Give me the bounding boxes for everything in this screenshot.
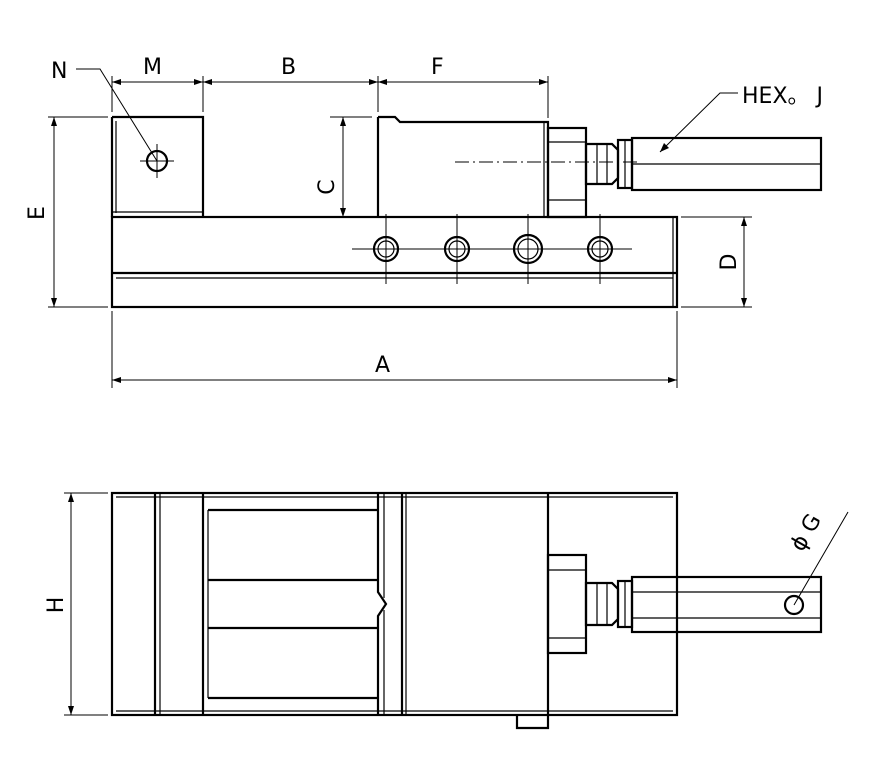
- top-body: [110, 491, 679, 717]
- movable-jaw-top: [376, 493, 388, 715]
- pin-hole-g: [783, 594, 805, 616]
- dim-c: [330, 116, 372, 218]
- label-h: H: [44, 597, 69, 614]
- label-f: F: [431, 55, 444, 80]
- label-phi-g: ϕ G: [786, 510, 827, 556]
- base-holes: [352, 214, 632, 284]
- screw-nut: [584, 142, 620, 186]
- hex-shaft-top: [630, 575, 823, 634]
- label-m: M: [143, 55, 162, 80]
- dim-d: [681, 216, 752, 308]
- dim-h: [64, 492, 108, 716]
- hex-j-leader: [659, 92, 738, 153]
- base-body: [110, 215, 679, 309]
- label-c: C: [315, 179, 340, 194]
- bottom-tab: [515, 715, 550, 730]
- label-e: E: [25, 206, 50, 220]
- label-n: N: [51, 59, 67, 84]
- dim-a: [111, 311, 678, 388]
- screw-hub: [546, 126, 588, 219]
- dim-e: [48, 116, 108, 308]
- label-a: A: [375, 353, 390, 378]
- top-view: [64, 491, 849, 730]
- dimension-labels: N M B F HEX。 J C E D A H ϕ G: [25, 55, 827, 613]
- nut-top: [584, 581, 620, 627]
- label-hex-j: HEX。 J: [742, 84, 823, 109]
- n-leader: [76, 68, 158, 162]
- movable-jaw: [378, 115, 550, 217]
- label-b: B: [281, 55, 296, 80]
- top-dimensions: [111, 76, 549, 118]
- label-d: D: [717, 254, 742, 271]
- side-view: [48, 68, 823, 388]
- phi-g-leader: [793, 511, 849, 606]
- fixed-jaw: [112, 115, 205, 217]
